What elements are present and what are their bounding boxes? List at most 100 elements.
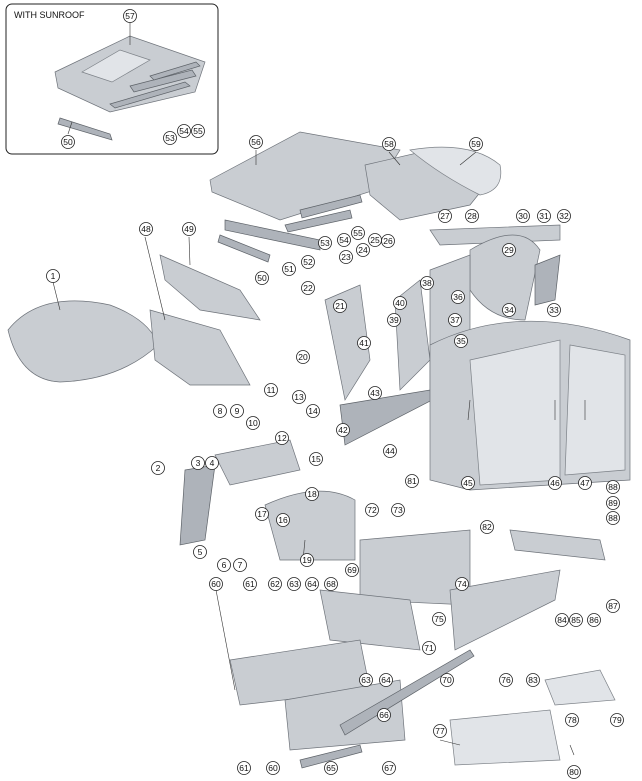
callout-5: 5 [193,545,207,559]
callout-77: 77 [433,724,447,738]
svg-text:61: 61 [245,579,255,589]
callout-8: 8 [213,404,227,418]
svg-text:40: 40 [395,298,405,308]
sunroof-opening [81,49,151,83]
side-member-67 [339,649,475,736]
callout-83: 83 [526,673,540,687]
callout-61b: 61 [237,761,251,775]
svg-text:79: 79 [612,715,622,725]
callout-68: 68 [324,577,338,591]
callout-86: 86 [587,613,601,627]
svg-text:68: 68 [326,579,336,589]
svg-text:21: 21 [335,301,345,311]
svg-text:63: 63 [361,675,371,685]
leader-50-inset [67,121,73,135]
svg-text:38: 38 [422,278,432,288]
callout-18: 18 [305,487,319,501]
svg-text:30: 30 [518,211,528,221]
svg-text:36: 36 [453,292,463,302]
svg-text:18: 18 [307,489,317,499]
svg-text:83: 83 [528,675,538,685]
inset-title: WITH SUNROOF [14,10,85,20]
callout-71: 71 [422,641,436,655]
wheelhouse-30 [469,234,541,321]
callout-75: 75 [432,612,446,626]
svg-text:22: 22 [303,283,313,293]
svg-text:8: 8 [218,406,223,416]
callout-26: 26 [381,234,395,248]
callout-21: 21 [333,299,347,313]
svg-text:74: 74 [457,579,467,589]
callout-61: 61 [243,577,257,591]
svg-text:66: 66 [379,710,389,720]
callout-88: 88 [606,480,620,494]
callout-84: 84 [555,613,569,627]
callout-14: 14 [306,404,320,418]
svg-text:42: 42 [338,425,348,435]
callout-58: 58 [382,137,396,151]
callout-45: 45 [461,476,475,490]
svg-text:50: 50 [257,273,267,283]
callout-50: 50 [255,271,269,285]
svg-text:88: 88 [608,513,618,523]
svg-text:50: 50 [63,137,73,147]
rear-shelf [409,146,502,196]
callout-28: 28 [465,209,479,223]
svg-text:73: 73 [393,505,403,515]
hood [7,300,159,383]
a-pillar-41 [324,284,371,401]
svg-text:69: 69 [347,565,357,575]
callout-88b: 88 [606,511,620,525]
leader-49 [188,236,191,266]
svg-text:29: 29 [504,245,514,255]
callout-22: 22 [301,281,315,295]
svg-text:63: 63 [289,579,299,589]
svg-text:2: 2 [156,463,161,473]
svg-text:75: 75 [434,614,444,624]
svg-text:11: 11 [267,385,276,395]
rear-side-member-76 [449,569,561,651]
callout-65: 65 [324,761,338,775]
front-fender-19 [264,490,356,561]
roof-bow-54 [299,194,363,219]
callout-31: 31 [537,209,551,223]
callout-15: 15 [309,452,323,466]
leader-lines [52,22,586,756]
svg-text:87: 87 [608,601,618,611]
callout-10: 10 [246,416,260,430]
callout-54-inset: 54 [177,124,191,138]
callout-43: 43 [368,386,382,400]
callout-57: 57 [123,9,137,23]
callout-3: 3 [191,456,205,470]
callout-69: 69 [345,563,359,577]
svg-text:23: 23 [341,252,351,262]
svg-text:78: 78 [567,715,577,725]
rear-panel-78 [544,669,616,706]
crossmember-68 [319,589,421,651]
svg-text:28: 28 [467,211,477,221]
panel-33 [534,254,561,306]
callout-85: 85 [569,613,583,627]
svg-text:6: 6 [222,560,227,570]
svg-text:54: 54 [179,126,189,136]
svg-text:76: 76 [501,675,511,685]
svg-text:62: 62 [270,579,280,589]
callout-40: 40 [393,296,407,310]
callout-37: 37 [448,313,462,327]
callouts: 57 50 53 54 55 1 2 3 4 5 6 7 8 9 10 11 1… [46,9,624,779]
callout-17: 17 [255,507,269,521]
svg-text:58: 58 [384,139,394,149]
svg-text:17: 17 [257,509,267,519]
svg-text:52: 52 [303,257,313,267]
callout-67: 67 [382,761,396,775]
sill-reinf-65 [299,744,363,769]
callout-74: 74 [455,577,469,591]
svg-text:67: 67 [384,763,394,773]
svg-text:37: 37 [450,315,460,325]
callout-64b: 64 [379,673,393,687]
spare-tire-pan-77 [449,709,561,766]
svg-text:14: 14 [308,406,318,416]
callout-47: 47 [578,476,592,490]
callout-2: 2 [151,461,165,475]
